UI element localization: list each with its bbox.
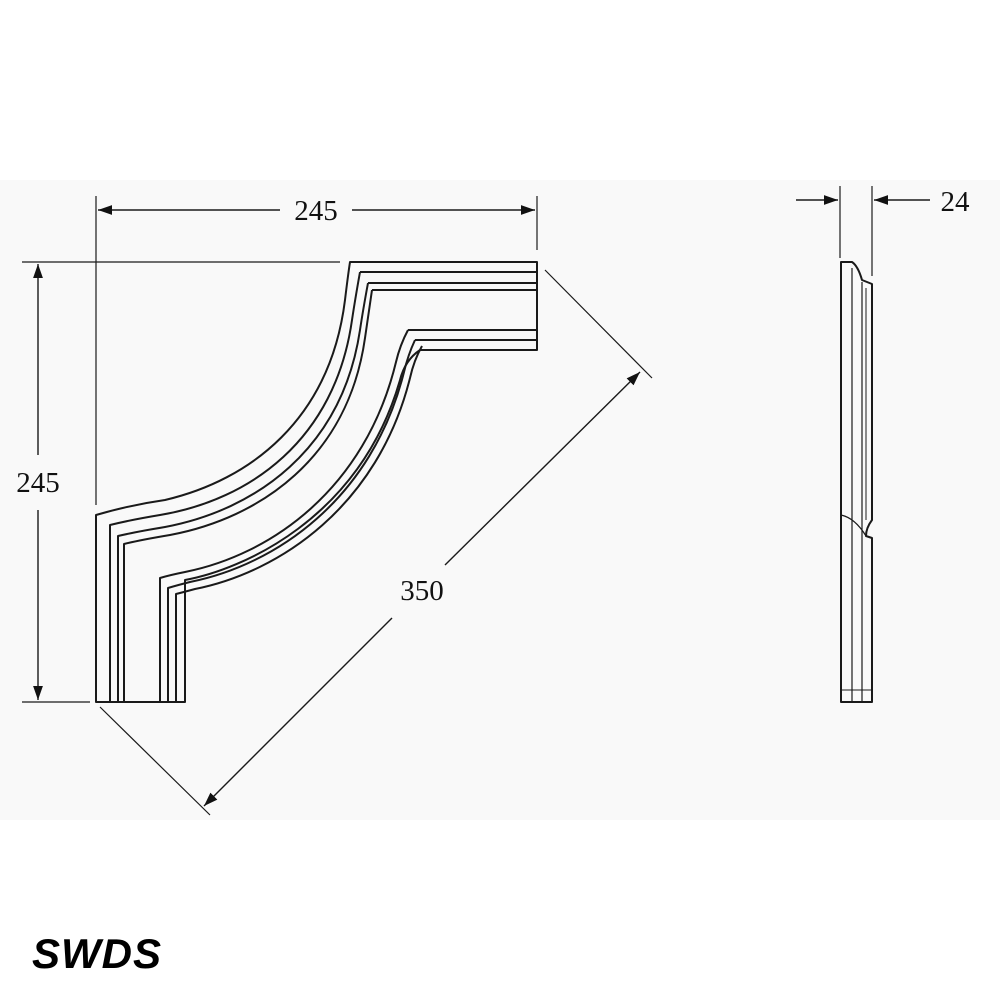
ext-line-diag-top	[544, 269, 653, 379]
side-profile-view	[840, 261, 873, 703]
dim-diagonal-upper	[444, 371, 641, 566]
bead-curve-outer-2	[117, 282, 369, 702]
bead-curve-outer-3	[123, 289, 373, 702]
bead-curve-outer-1	[109, 271, 361, 702]
outer-profile	[95, 261, 538, 703]
dim-label-thickness: 24	[941, 186, 971, 218]
bead-curve-inner-3	[175, 345, 423, 702]
extension-lines	[22, 186, 873, 816]
side-joint-curve	[840, 514, 867, 537]
dim-label-diagonal: 350	[400, 575, 444, 607]
corner-piece-front-view	[95, 261, 538, 703]
dim-label-width: 245	[294, 195, 338, 227]
dimension-lines	[33, 195, 930, 807]
bead-curve-inner-1	[159, 329, 409, 702]
ext-line-diag-bottom	[99, 706, 211, 816]
bead-curve-inner-2	[167, 339, 416, 702]
background-band	[0, 180, 1000, 820]
brand-logo-text: SWDS	[32, 930, 162, 977]
dim-diagonal-lower	[203, 617, 393, 807]
dim-label-height: 245	[16, 467, 60, 499]
